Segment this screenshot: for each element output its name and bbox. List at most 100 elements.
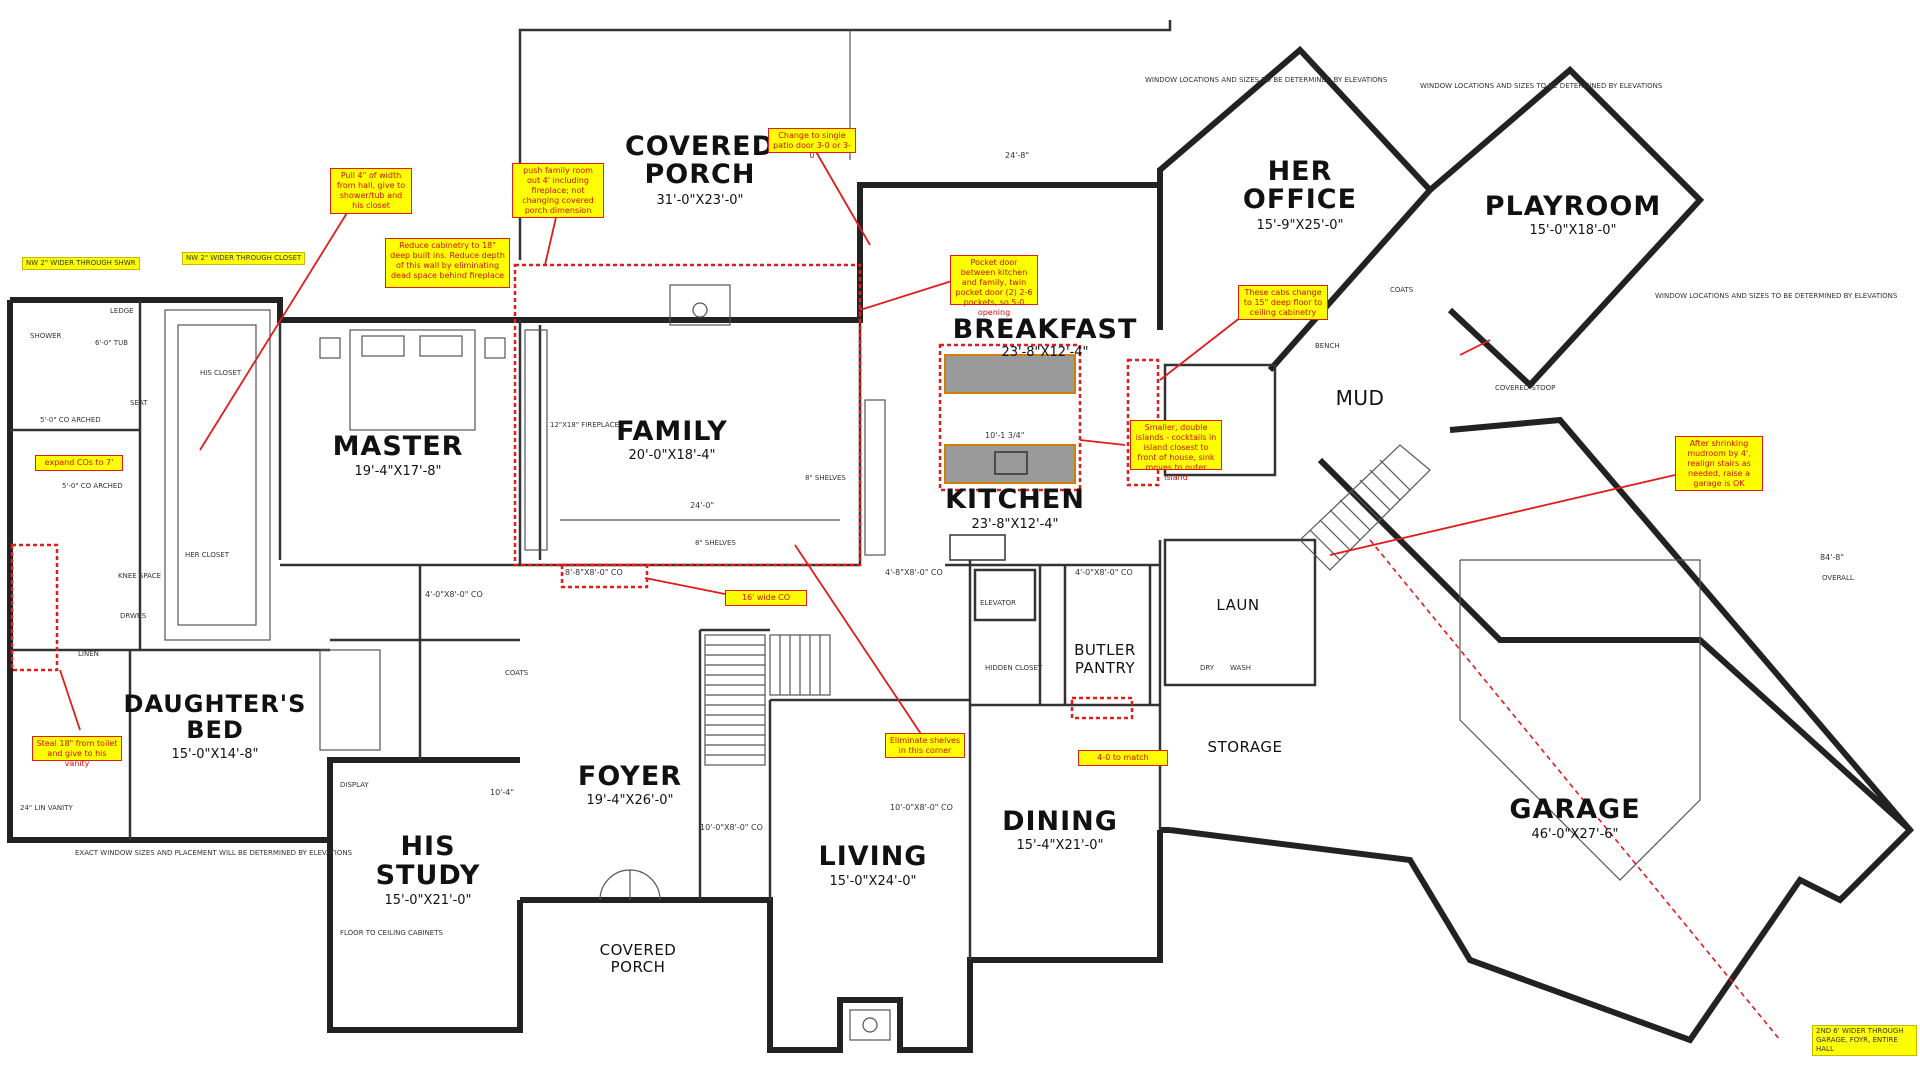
label-covered-stoop: COVERED STOOP [1495, 384, 1555, 392]
leader-cabs [1159, 309, 1251, 381]
leader-islands [1079, 439, 1126, 446]
label-linen: LINEN [78, 650, 99, 658]
family-right-built-in [864, 399, 886, 556]
mud-name: MUD [1336, 386, 1385, 410]
label-shower: SHOWER [30, 332, 62, 340]
dim-hall-v: 10'-4" [490, 788, 514, 797]
label-knee-space: KNEE SPACE [118, 572, 161, 580]
island-bottom [944, 444, 1076, 484]
office-name-2: OFFICE [1243, 184, 1357, 215]
label-fireplace: 12"X18" FIREPLACE [550, 421, 619, 429]
note-expand-cos: expand COs to 7' [35, 455, 123, 471]
note-cabs-change: These cabs change to 15" deep floor to c… [1238, 285, 1328, 320]
dining-name: DINING [1002, 806, 1118, 837]
family-built-in [524, 329, 548, 551]
study-name-2: STUDY [376, 860, 481, 891]
window-note-right-mid: WINDOW LOCATIONS AND SIZES TO BE DETERMI… [1655, 292, 1898, 300]
note-change-patio: Change to single patio door 3-0 or 3-0 [768, 128, 856, 160]
dining-dim: 15'-4"X21'-0" [1016, 838, 1103, 853]
note-bottom-right: 2ND 6' WIDER THROUGH GARAGE, FOYR, ENTIR… [1812, 1025, 1917, 1056]
dim-kitchen-island: 10'-1 3/4" [985, 431, 1024, 440]
left-wing-top-wall [10, 297, 520, 323]
note-nw-right: NW 2" WIDER THROUGH CLOSET [182, 252, 306, 265]
dim-hall-1: 4'-0"X8'-0" CO [425, 590, 483, 599]
co-revision-box [560, 563, 649, 589]
label-coats-mud: COATS [1390, 286, 1414, 294]
leader-shelves [794, 544, 926, 741]
leader-patio [814, 149, 871, 246]
bath-revision-box [10, 543, 59, 672]
his-closet-inner [177, 324, 257, 626]
office-wing-wall [1157, 45, 1435, 372]
label-drawers: DRWRS [120, 612, 147, 620]
note-smaller-islands: Smaller, double islands - cocktails in i… [1130, 420, 1222, 482]
island-redbox [938, 343, 1082, 492]
pillow-right [419, 335, 463, 357]
leader-co [644, 577, 731, 596]
elevator-box [973, 568, 1037, 622]
storage-name: STORAGE [1208, 738, 1283, 756]
label-shelves-bottom: 8" SHELVES [695, 539, 736, 547]
label-his-closet: HIS CLOSET [200, 369, 242, 377]
laun-name: LAUN [1216, 596, 1259, 614]
breakfast-dim: 23'-8"X12'-4" [1001, 345, 1088, 360]
garage-dim: 46'-0"X27'-6" [1531, 827, 1618, 842]
porch-outline [518, 20, 1172, 260]
label-vanity: 24" LIN VANITY [20, 804, 73, 812]
label-hidden-closet: HIDDEN CLOSET [985, 664, 1043, 672]
note-steal-toilet: Steal 18" from toilet and give to his va… [32, 736, 122, 768]
leader-toilet [59, 669, 81, 731]
note-nw-left: NW 2" WIDER THROUGH SHWR [22, 257, 140, 270]
label-dry: DRY [1200, 664, 1215, 672]
foyer-name: FOYER [578, 761, 682, 792]
his-closet-shelving [164, 309, 271, 641]
pantry-name-2: PANTRY [1075, 659, 1136, 677]
living-fireplace-icon [862, 1017, 878, 1033]
note-reduce-cabinetry: Reduce cabinetry to 18" deep built ins. … [385, 238, 510, 288]
window-note-top-center: WINDOW LOCATIONS AND SIZES TO BE DETERMI… [1145, 76, 1388, 84]
dim-living: 10'-0"X8'-0" CO [890, 803, 953, 812]
garage-redline [1369, 539, 1781, 1041]
study-name-1: HIS [400, 831, 455, 862]
garage-name: GARAGE [1509, 794, 1640, 825]
main-stairs [704, 634, 831, 766]
master-dim: 19'-4"X17'-8" [354, 464, 441, 479]
label-her-closet: HER CLOSET [185, 551, 230, 559]
dim-hall-2: 4'-8"X8'-0" CO [885, 568, 943, 577]
master-name: MASTER [333, 431, 464, 462]
office-dim: 15'-9"X25'-0" [1256, 218, 1343, 233]
pantry-revision-box [1070, 696, 1134, 720]
dim-garage-overall: 84'-8" [1820, 553, 1844, 562]
playroom-wall [1428, 65, 1705, 390]
porch-top-dim: 31'-0"X23'-0" [656, 193, 743, 208]
label-arched-2: 5'-0" CO ARCHED [62, 482, 123, 490]
porch-top-name-1: COVERED [625, 131, 775, 162]
porch-fireplace [669, 284, 731, 326]
leader-pull [199, 199, 356, 451]
label-floor-to-ceiling: FLOOR TO CEILING CABINETS [340, 929, 443, 937]
living-name: LIVING [819, 841, 928, 872]
note-eliminate-shelves: Eliminate shelves in this corner [885, 733, 965, 758]
note-four-zero: 4-0 to match [1078, 750, 1168, 766]
island-top [944, 354, 1076, 394]
porch-fireplace-icon [692, 302, 708, 318]
study-wall [327, 760, 523, 1033]
note-push-family: push family room out 4' including firepl… [512, 163, 604, 218]
note-pocket-door: Pocket door between kitchen and family, … [950, 255, 1038, 317]
label-display: DISPLAY [340, 781, 369, 789]
playroom-name: PLAYROOM [1485, 191, 1661, 222]
label-ledge: LEDGE [110, 307, 134, 315]
dim-foyer: 10'-0"X8'-0" CO [700, 823, 763, 832]
label-coats-study: COATS [505, 669, 529, 677]
label-shelves-right: 8" SHELVES [805, 474, 846, 482]
porch-bottom-name-2: PORCH [611, 958, 666, 976]
study-dim: 15'-0"X21'-0" [384, 893, 471, 908]
note-pull-width: Pull 4" of width from hall, give to show… [330, 168, 412, 214]
label-bench: BENCH [1315, 342, 1340, 350]
dim-hall-3: 4'-0"X8'-0" CO [1075, 568, 1133, 577]
kitchen-dim: 23'-8"X12'-4" [971, 517, 1058, 532]
garage-stairs [1299, 444, 1431, 571]
label-seat: SEAT [130, 399, 148, 407]
breakfast-name: BREAKFAST [953, 314, 1138, 345]
porch-bottom-name-1: COVERED [600, 941, 677, 959]
